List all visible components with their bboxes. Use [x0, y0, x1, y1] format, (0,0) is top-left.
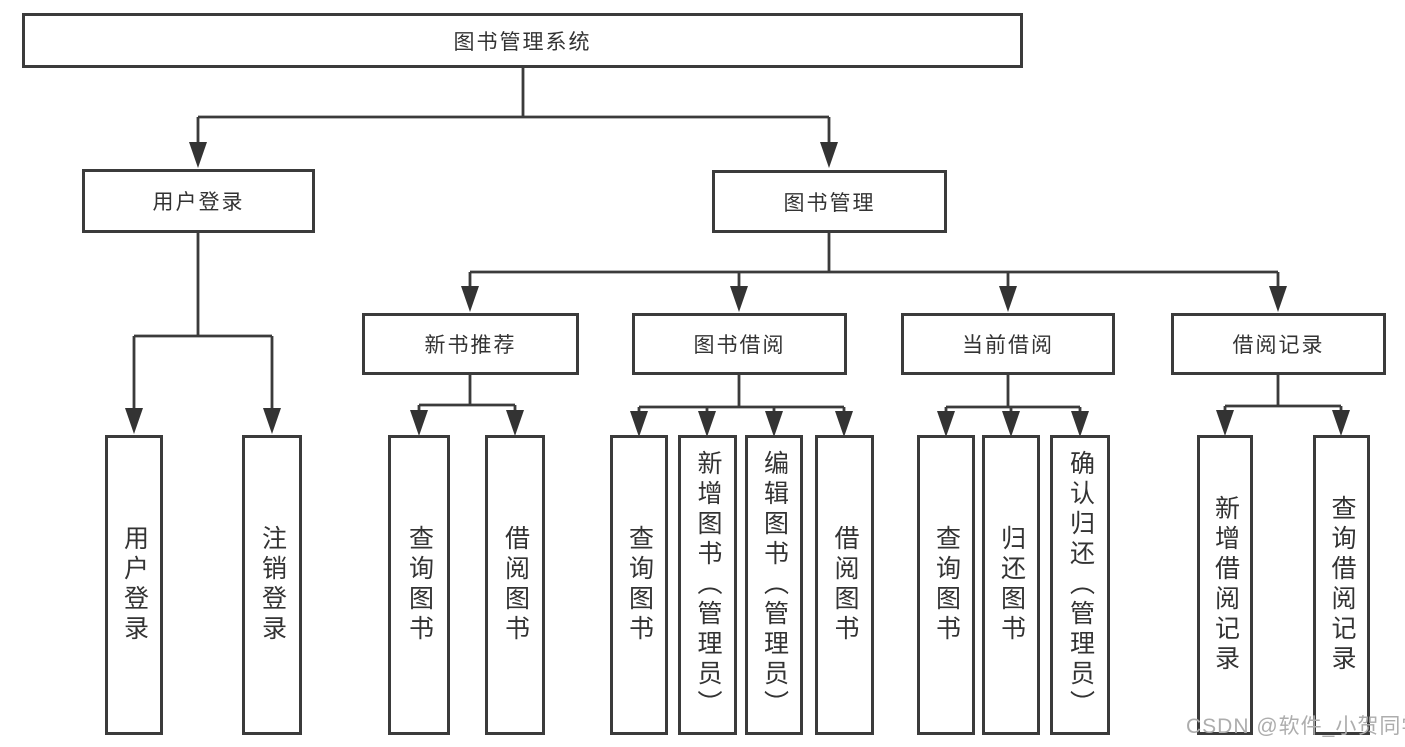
leaf-return-books: 归还图书	[982, 435, 1040, 735]
node-label: 用户登录	[152, 191, 245, 214]
arrow-down-icon	[189, 142, 207, 168]
arrow-down-icon	[765, 411, 783, 437]
connector-current-borrow-children	[937, 375, 1089, 437]
leaf-query-borrow-record: 查询借阅记录	[1313, 435, 1370, 735]
node-book-borrow: 图书借阅	[632, 313, 847, 375]
node-label: 新增借阅记录	[1211, 495, 1240, 675]
node-label: 查询图书	[405, 525, 434, 645]
leaf-query-books-current: 查询图书	[917, 435, 975, 735]
node-label: 当前借阅	[962, 334, 1054, 357]
node-label: 编辑图书（管理员）	[760, 450, 789, 720]
leaf-borrow-books-recommend: 借阅图书	[485, 435, 545, 735]
node-borrow-records: 借阅记录	[1171, 313, 1386, 375]
node-label: 图书管理系统	[453, 30, 592, 54]
arrow-down-icon	[1269, 286, 1287, 312]
node-label: 借阅记录	[1232, 334, 1325, 357]
node-label: 确认归还（管理员）	[1066, 450, 1095, 720]
arrow-down-icon	[1332, 410, 1350, 436]
arrow-down-icon	[461, 286, 479, 312]
arrow-down-icon	[730, 286, 748, 312]
leaf-logout-login: 注销登录	[242, 435, 302, 735]
node-label: 借阅图书	[501, 525, 530, 645]
node-label: 注销登录	[258, 525, 287, 645]
node-label: 图书管理	[783, 191, 876, 215]
leaf-user-login: 用户登录	[105, 435, 163, 735]
node-label: 查询图书	[932, 525, 961, 645]
leaf-edit-books-admin: 编辑图书（管理员）	[745, 435, 803, 735]
node-label: 查询借阅记录	[1328, 495, 1356, 675]
arrow-down-icon	[630, 411, 648, 437]
node-new-book-recommend: 新书推荐	[362, 313, 579, 375]
connector-book-management-children	[461, 233, 1287, 312]
node-root-library-system: 图书管理系统	[22, 13, 1023, 68]
node-label: 新书推荐	[424, 334, 517, 357]
leaf-query-books-borrow: 查询图书	[610, 435, 668, 735]
node-label: 用户登录	[120, 525, 149, 645]
node-book-management: 图书管理	[712, 170, 947, 233]
arrow-down-icon	[835, 411, 853, 437]
leaf-query-books-recommend: 查询图书	[388, 435, 450, 735]
connector-book-borrow-children	[630, 375, 853, 437]
node-label: 归还图书	[997, 525, 1026, 645]
connector-user-login-children	[125, 233, 281, 434]
leaf-add-books-admin: 新增图书（管理员）	[678, 435, 737, 735]
arrow-down-icon	[1071, 411, 1089, 437]
node-label: 图书借阅	[693, 334, 786, 357]
arrow-down-icon	[1002, 411, 1020, 437]
arrow-down-icon	[698, 411, 716, 437]
leaf-borrow-books: 借阅图书	[815, 435, 874, 735]
leaf-confirm-return-admin: 确认归还（管理员）	[1050, 435, 1110, 735]
arrow-down-icon	[937, 411, 955, 437]
connector-borrow-records-children	[1216, 375, 1350, 436]
node-label: 借阅图书	[831, 525, 859, 645]
node-user-login: 用户登录	[82, 169, 315, 233]
node-current-borrow: 当前借阅	[901, 313, 1115, 375]
connector-root-to-level2	[189, 68, 838, 168]
arrow-down-icon	[506, 410, 524, 436]
node-label: 查询图书	[625, 525, 654, 645]
arrow-down-icon	[263, 408, 281, 434]
arrow-down-icon	[1216, 410, 1234, 436]
arrow-down-icon	[820, 142, 838, 168]
connector-new-book-rec-children	[410, 375, 524, 436]
csdn-watermark: CSDN @软件_小贺同学	[1186, 715, 1405, 738]
node-label: 新增图书（管理员）	[694, 450, 722, 720]
arrow-down-icon	[410, 410, 428, 436]
arrow-down-icon	[125, 408, 143, 434]
leaf-add-borrow-record: 新增借阅记录	[1197, 435, 1253, 735]
arrow-down-icon	[999, 286, 1017, 312]
